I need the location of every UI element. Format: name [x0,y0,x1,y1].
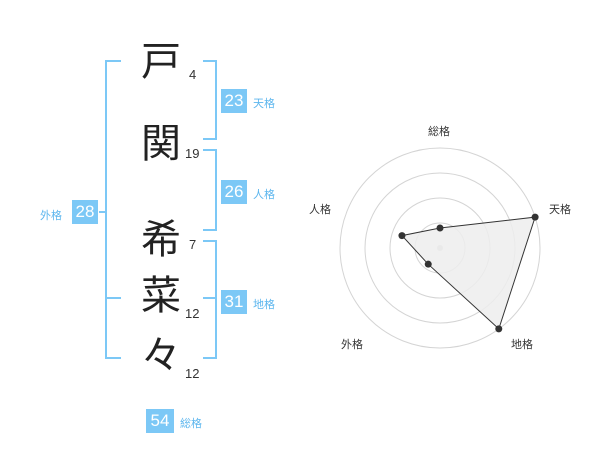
gaikaku-score-badge: 28 [72,200,98,224]
tenkaku-label: 天格 [253,97,275,110]
radar-point-1 [436,224,444,232]
radar-polygon [401,216,536,330]
radar-axis-label-jinkaku: 人格 [309,203,331,216]
name-char-2: 関 [141,121,181,167]
radar-axis-label-gaikaku: 外格 [341,338,363,351]
name-char-5: 々 [141,333,181,379]
radar-axis-label-soukaku: 総格 [428,125,450,138]
radar-axis-label-chikaku: 地格 [511,338,533,351]
gaikaku-label: 外格 [40,209,62,222]
chikaku-bracket-tick [203,297,217,299]
stroke-count-2: 19 [185,146,200,161]
gaikaku-bracket [105,60,121,359]
jinkaku-label: 人格 [253,188,275,201]
stroke-count-3: 7 [189,237,197,252]
gaikaku-bracket-tick [99,211,107,213]
name-char-1: 戸 [141,39,181,85]
radar-points [398,213,539,333]
gaikaku-bracket-divider [105,297,121,299]
radar-point-3 [495,325,503,333]
tenkaku-bracket [203,60,217,140]
jinkaku-bracket [203,149,217,231]
radar-point-5 [398,232,406,240]
stroke-count-5: 12 [185,366,200,381]
chikaku-label: 地格 [253,298,275,311]
jinkaku-score-badge: 26 [221,180,247,204]
name-char-3: 希 [141,217,181,263]
soukaku-label: 総格 [180,417,202,430]
radar-axis-label-tenkaku: 天格 [549,203,571,216]
radar-ring [339,147,541,349]
soukaku-score-badge: 54 [146,409,174,433]
tenkaku-score-badge: 23 [221,89,247,113]
stroke-count-4: 12 [185,306,200,321]
radar-point-2 [531,213,539,221]
chikaku-score-badge: 31 [221,290,247,314]
stroke-count-1: 4 [189,67,197,82]
name-char-4: 菜 [141,273,181,319]
radar-point-4 [424,260,432,268]
chikaku-bracket [203,240,217,359]
